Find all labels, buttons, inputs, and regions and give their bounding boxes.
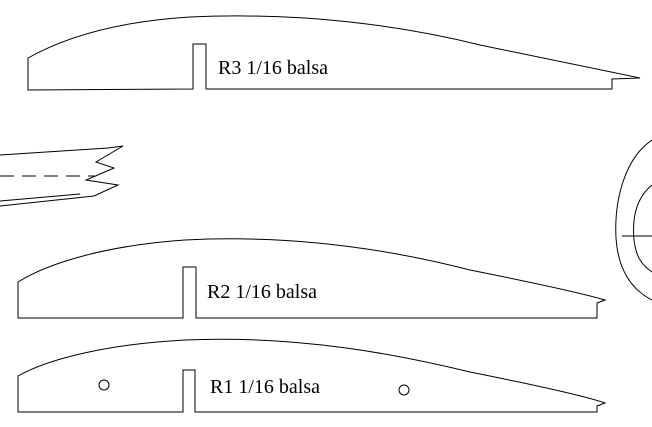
wing-fragment-outline <box>0 145 124 207</box>
rib-r1-outline <box>17 338 607 413</box>
fuselage-inner-outline <box>633 184 652 273</box>
rib-r2-outline <box>17 238 607 319</box>
rib-r3-outline <box>27 15 641 91</box>
rib-r2: R2 1/16 balsa <box>17 238 607 319</box>
wing-fragment-break <box>0 145 124 207</box>
rib-r1: R1 1/16 balsa <box>17 338 607 413</box>
rib-r1-lightening-hole-left <box>98 379 110 391</box>
fuselage-oval-partial <box>615 139 652 301</box>
fuselage-outer-outline <box>615 139 652 301</box>
rib-r3: R3 1/16 balsa <box>27 15 641 91</box>
rib-r1-label: R1 1/16 balsa <box>210 376 320 398</box>
rib-r3-label: R3 1/16 balsa <box>218 57 328 79</box>
wing-fragment-lower-edge <box>0 193 81 202</box>
rib-r2-label: R2 1/16 balsa <box>207 281 317 303</box>
rib-r1-lightening-hole-right <box>398 384 410 396</box>
